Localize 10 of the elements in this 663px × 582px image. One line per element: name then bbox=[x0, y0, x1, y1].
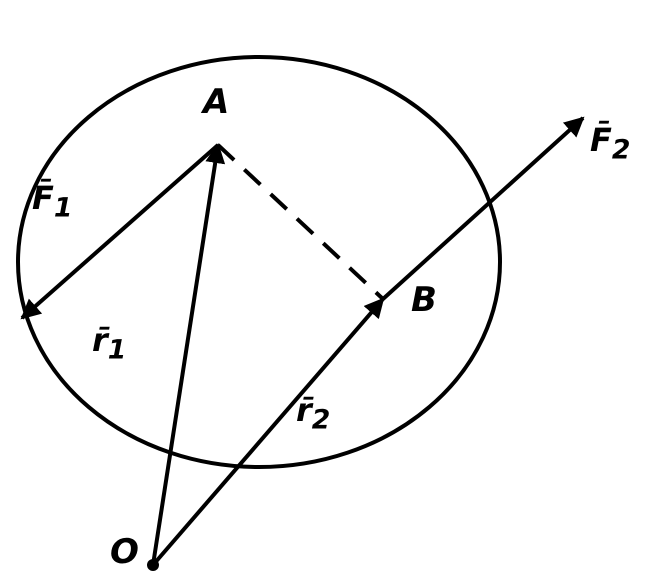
vector-arrow bbox=[20, 144, 220, 320]
point-label: B bbox=[411, 282, 437, 318]
vector-arrow bbox=[382, 116, 584, 300]
point-label: A bbox=[203, 84, 230, 120]
vector-label: r̄$_{2}$ bbox=[296, 392, 330, 438]
vector-label: r̄$_{1}$ bbox=[92, 322, 126, 368]
vector-label: F̄$_{1}$ bbox=[32, 180, 72, 226]
vector-label: F̄$_{2}$ bbox=[590, 122, 630, 168]
dashed-line bbox=[216, 144, 384, 300]
point-label: O bbox=[110, 534, 139, 570]
